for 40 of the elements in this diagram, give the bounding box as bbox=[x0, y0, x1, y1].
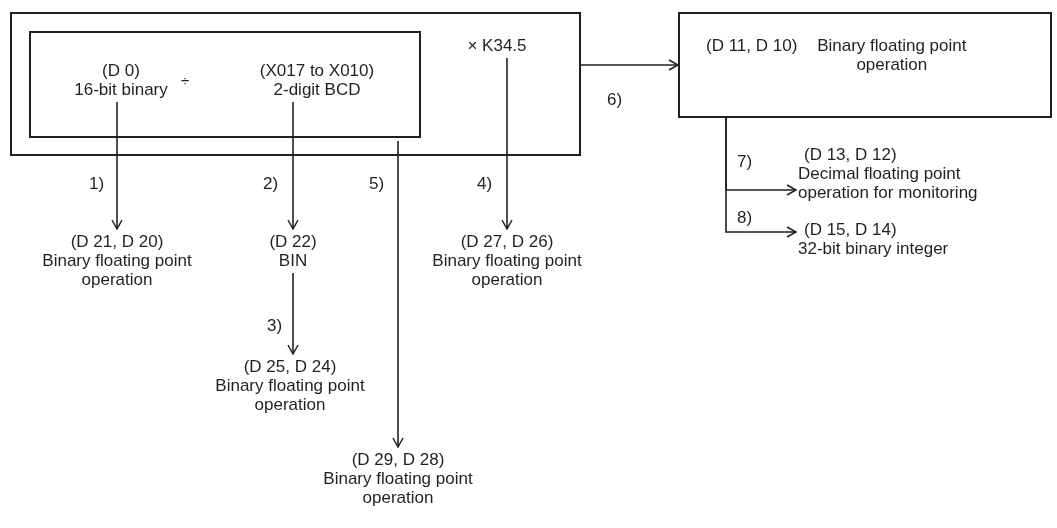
outer-box bbox=[10, 12, 581, 156]
register-text: 16-bit binary bbox=[74, 80, 168, 99]
result-box bbox=[678, 12, 1052, 118]
register-text: Binary floating point operation bbox=[214, 376, 366, 414]
register-text: Binary floating point operation bbox=[431, 251, 583, 289]
register-text: 2-digit BCD bbox=[273, 80, 361, 99]
arrow bbox=[725, 117, 797, 238]
step-number: 7) bbox=[736, 152, 754, 171]
register-text: Binary floating point operation bbox=[41, 251, 193, 289]
register-text: Binary floating point operation bbox=[816, 36, 968, 74]
register-text: (D 27, D 26) bbox=[460, 232, 554, 251]
arrow bbox=[580, 59, 679, 71]
step-number: 3) bbox=[266, 316, 284, 335]
register-text: (D 21, D 20) bbox=[70, 232, 164, 251]
arrow bbox=[501, 57, 513, 230]
arrow bbox=[287, 272, 299, 355]
register-text: (D 11, D 10) bbox=[706, 36, 798, 55]
operator-symbol: ÷ bbox=[181, 71, 190, 90]
register-text: (D 25, D 24) bbox=[243, 357, 337, 376]
register-text: (D 22) bbox=[269, 232, 317, 251]
step-number: 4) bbox=[476, 174, 494, 193]
step-number: 5) bbox=[368, 174, 386, 193]
arrow bbox=[287, 101, 299, 230]
register-text: Decimal floating point operation for monitoring bbox=[798, 164, 979, 202]
step-number: 2) bbox=[262, 174, 280, 193]
operation-box bbox=[29, 31, 421, 138]
register-text: (X017 to X010) bbox=[259, 61, 375, 80]
register-text: BIN bbox=[278, 251, 308, 270]
register-text: (D 15, D 14) bbox=[803, 220, 897, 239]
register-text: Binary floating point operation bbox=[322, 469, 474, 507]
register-text: 32-bit binary integer bbox=[798, 239, 949, 258]
step-number: 6) bbox=[606, 90, 624, 109]
register-text: × K34.5 bbox=[467, 36, 527, 55]
register-text: (D 13, D 12) bbox=[803, 145, 897, 164]
arrow bbox=[111, 101, 123, 230]
arrow bbox=[392, 140, 404, 448]
register-text: (D 29, D 28) bbox=[351, 450, 445, 469]
step-number: 1) bbox=[88, 174, 106, 193]
step-number: 8) bbox=[736, 208, 754, 227]
register-text: (D 0) bbox=[102, 61, 140, 80]
